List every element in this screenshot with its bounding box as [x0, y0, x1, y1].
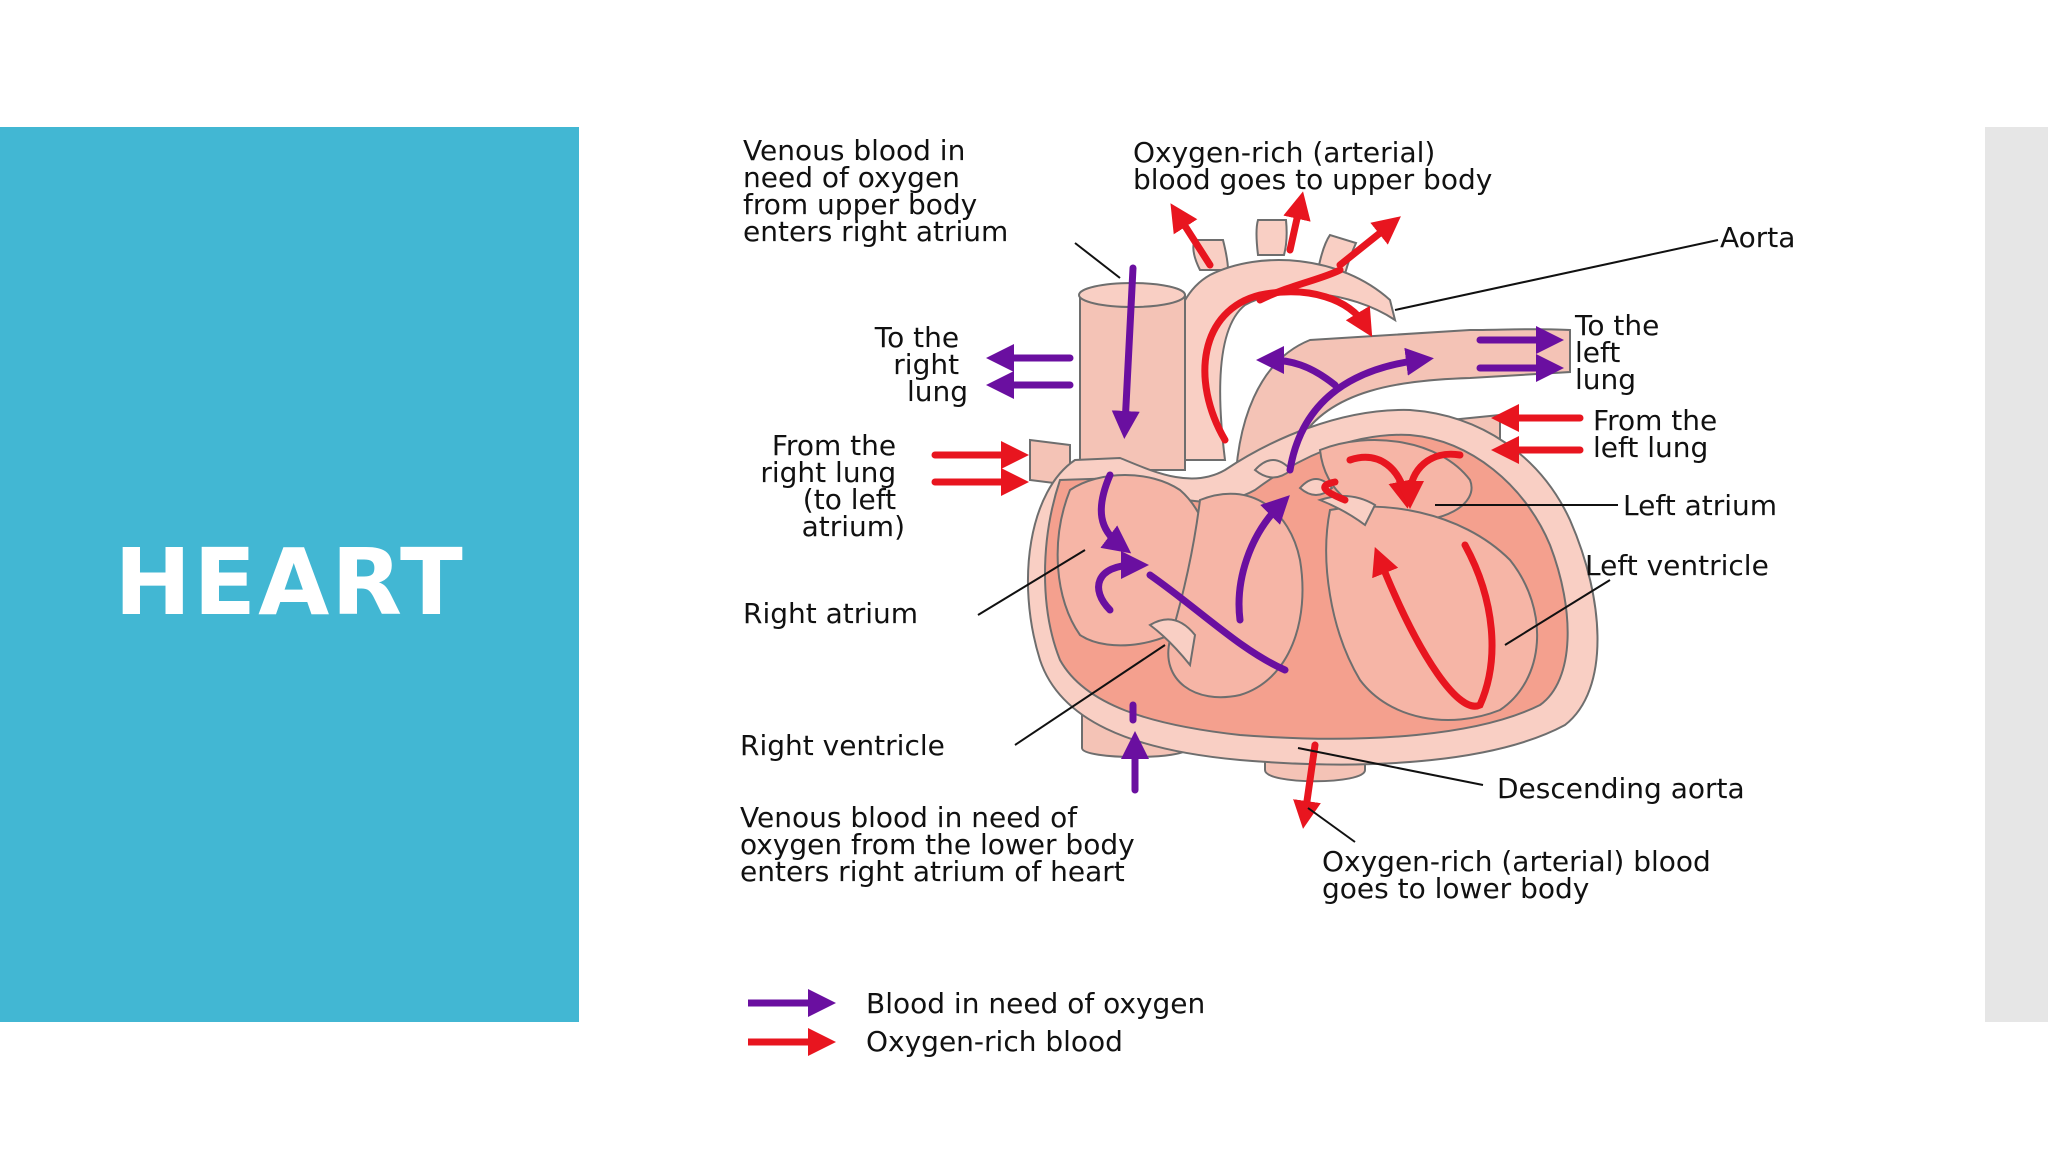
leader-right-ventricle [1014, 644, 1166, 746]
right-accent-bar [1985, 127, 2048, 1022]
label-venous-lower: Venous blood in need of oxygen from the … [740, 801, 1144, 888]
flow-arrow-mitral [1321, 478, 1349, 504]
flow-arrow-right-atrium [1097, 471, 1132, 554]
title-panel: HEART [0, 127, 579, 1022]
legend-label-deoxygenated: Blood in need of oxygen [866, 987, 1205, 1020]
flow-arrow-right-ventricle [1146, 571, 1289, 674]
aortic-branch [1255, 219, 1288, 256]
heart-anatomy [1026, 219, 1599, 783]
label-descending-aorta: Descending aorta [1497, 772, 1745, 805]
leader-descending-aorta [1297, 747, 1484, 786]
flow-arrow-pulmonary-loop [1256, 346, 1339, 389]
legend-item-oxygenated: Oxygen-rich blood [748, 1025, 1123, 1058]
flow-arrow-right-atrium-curl [1095, 551, 1149, 614]
label-oxygen-upper: Oxygen-rich (arterial) blood goes to upp… [1133, 136, 1492, 196]
blood-flow-arrows [931, 191, 1584, 829]
legend: Blood in need of oxygen Oxygen-rich bloo… [748, 987, 1205, 1058]
slide-title: HEART [114, 529, 465, 636]
label-right-atrium: Right atrium [743, 597, 918, 630]
label-to-right-lung: To the right lung [874, 321, 968, 408]
flow-arrow-aortic-arch [1201, 288, 1373, 444]
label-from-left-lung: From the left lung [1593, 404, 1726, 464]
flow-arrow-superior-vena-cava [1111, 264, 1140, 439]
leader-left-ventricle [1504, 579, 1611, 646]
label-aorta: Aorta [1720, 221, 1795, 254]
legend-label-oxygenated: Oxygen-rich blood [866, 1025, 1123, 1058]
tricuspid-valve [1148, 618, 1197, 668]
flow-arrow-left-atrium [1396, 450, 1464, 509]
leader-oxygen-lower [1307, 807, 1356, 843]
legend-item-deoxygenated: Blood in need of oxygen [748, 987, 1205, 1020]
label-oxygen-lower: Oxygen-rich (arterial) blood goes to low… [1322, 845, 1720, 905]
flow-arrow-pulmonary-trunk [1286, 347, 1434, 474]
flow-arrow-aortic-arch-branch [1256, 266, 1344, 304]
flow-arrow-upper-body [1283, 191, 1311, 254]
label-from-right-lung: From the right lung (to left atrium) [760, 429, 905, 543]
leader-aorta [1394, 239, 1719, 311]
flow-arrow-lower-body [1293, 741, 1321, 829]
label-venous-upper: Venous blood in need of oxygen from uppe… [743, 134, 1008, 248]
flow-arrow-left-ventricle [1372, 541, 1496, 710]
flow-arrow-right-ventricle-up [1235, 495, 1290, 624]
label-to-left-lung: To the left lung [1574, 309, 1668, 396]
leader-lines [977, 239, 1719, 843]
label-left-ventricle: Left ventricle [1585, 549, 1769, 582]
label-right-ventricle: Right ventricle [740, 729, 945, 762]
leader-right-atrium [977, 549, 1086, 616]
flow-arrow-upper-body [1170, 203, 1214, 269]
label-left-atrium: Left atrium [1623, 489, 1777, 522]
leader-venous-upper [1074, 242, 1121, 279]
diagram-labels: Venous blood in need of oxygen from uppe… [740, 134, 1795, 905]
flow-arrow-upper-body [1336, 216, 1401, 269]
